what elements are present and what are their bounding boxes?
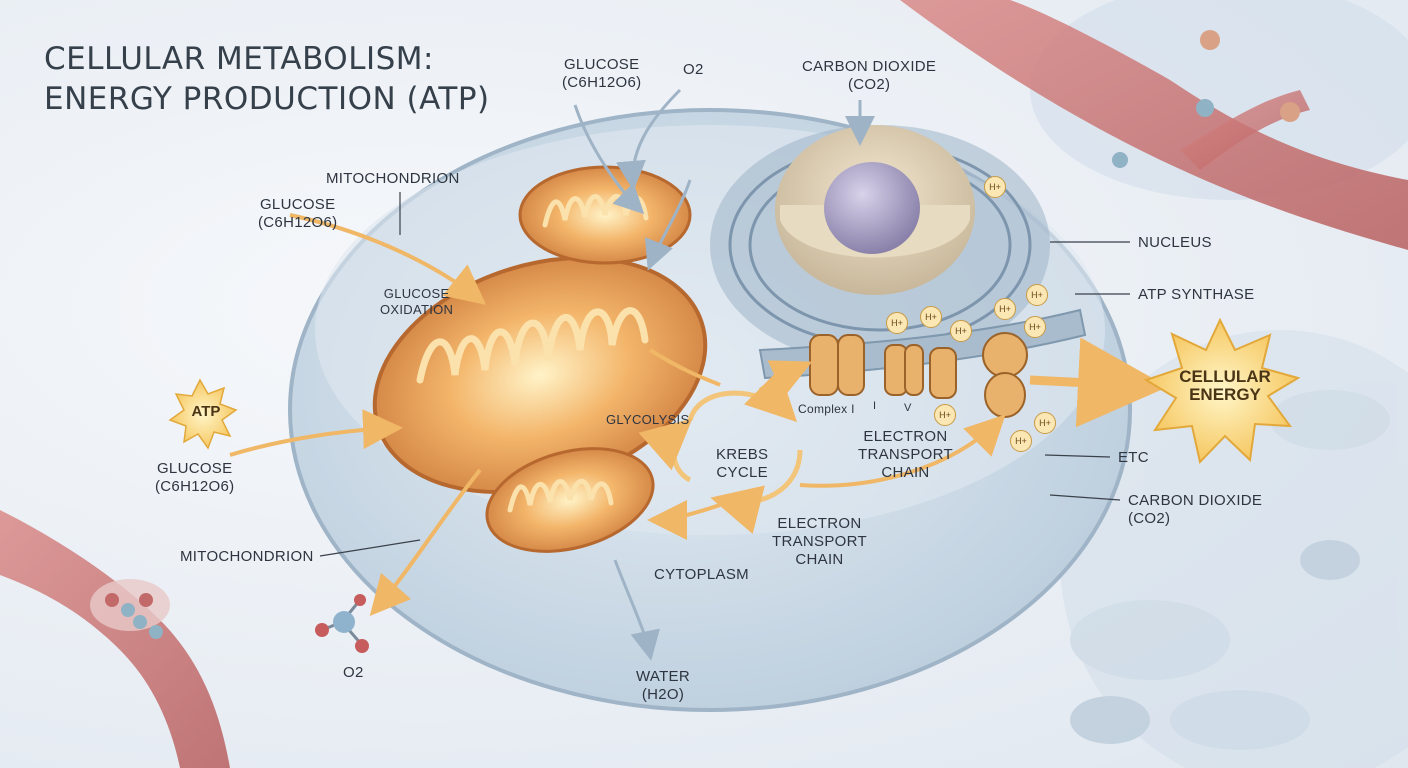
- label-etc-inner: ELECTRON TRANSPORT CHAIN: [858, 428, 953, 482]
- krebs-line1: KREBS: [716, 446, 769, 463]
- etc-inner-line1: ELECTRON: [863, 428, 948, 445]
- etc-lower-line3: CHAIN: [795, 551, 844, 568]
- glucose-left-formula: (C6H12O6): [258, 214, 338, 231]
- glucose-lower-formula: (C6H12O6): [155, 478, 235, 495]
- co2-right-formula: (CO2): [1128, 510, 1171, 527]
- cellular-energy-line1: CELLULAR: [1179, 367, 1271, 386]
- label-cytoplasm: CYTOPLASM: [654, 566, 749, 583]
- flow-arrows: [229, 213, 1168, 617]
- label-etc-right: ETC: [1118, 449, 1149, 466]
- cellular-energy-line2: ENERGY: [1189, 384, 1261, 404]
- label-glucose-oxidation: GLUCOSE OXIDATION: [380, 286, 453, 317]
- label-water: WATER (H2O): [636, 668, 690, 704]
- co2-top-formula: (CO2): [847, 76, 891, 93]
- title-line-1: CELLULAR METABOLISM:: [44, 41, 434, 77]
- glucose-oxidation-line2: OXIDATION: [380, 301, 454, 317]
- water-name: WATER: [636, 668, 690, 685]
- h-ion: H+: [1026, 284, 1048, 306]
- label-nucleus: NUCLEUS: [1138, 234, 1212, 251]
- blood-vessel-bottom: [0, 510, 230, 768]
- blood-vessel-top: [900, 0, 1408, 250]
- label-o2-bottom: O2: [343, 664, 364, 681]
- glucose-lower-name: GLUCOSE: [156, 460, 233, 477]
- label-glucose-top: GLUCOSE (C6H12O6): [562, 56, 641, 92]
- inner-membrane-band: [758, 308, 1087, 418]
- cellular-energy-burst: [1143, 317, 1301, 465]
- label-atp-synthase: ATP SYNTHASE: [1138, 286, 1255, 303]
- label-co2-top: CARBON DIOXIDE (CO2): [802, 58, 936, 94]
- h-ion: H+: [984, 176, 1006, 198]
- krebs-cycle-arrows: [638, 369, 803, 534]
- label-complex-i: Complex I: [798, 402, 855, 416]
- h-ion: H+: [934, 404, 956, 426]
- h-ion: H+: [1034, 412, 1056, 434]
- water-formula: (H2O): [641, 686, 685, 703]
- mitochondrion-top: [518, 165, 692, 265]
- title-line-2: ENERGY PRODUCTION (ATP): [44, 80, 490, 117]
- o2-molecule: [315, 594, 369, 653]
- etc-inner-line3: CHAIN: [881, 464, 930, 481]
- atp-burst: [168, 378, 238, 450]
- krebs-line2: CYCLE: [716, 464, 768, 481]
- co2-right-name: CARBON DIOXIDE: [1128, 492, 1263, 509]
- h-ion: H+: [1010, 430, 1032, 452]
- label-krebs-cycle: KREBS CYCLE: [716, 446, 768, 482]
- h-ion: H+: [950, 320, 972, 342]
- h-ion: H+: [886, 312, 908, 334]
- cellular-energy-label: CELLULAR ENERGY: [1160, 368, 1290, 404]
- page-title: CELLULAR METABOLISM: ENERGY PRODUCTION (…: [44, 40, 490, 119]
- glucose-top-formula: (C6H12O6): [562, 74, 642, 91]
- label-co2-right: CARBON DIOXIDE (CO2): [1128, 492, 1262, 528]
- label-etc-lower: ELECTRON TRANSPORT CHAIN: [772, 515, 867, 569]
- h-ion: H+: [920, 306, 942, 328]
- etc-inner-line2: TRANSPORT: [858, 446, 953, 463]
- label-complex-roman-1: I: [873, 400, 877, 412]
- input-arrows: [573, 88, 875, 661]
- leader-lines: [319, 192, 1130, 557]
- h-ion: H+: [1024, 316, 1046, 338]
- mitochondrion-lower: [485, 447, 655, 553]
- label-glycolysis: GLYCOLYSIS: [606, 412, 690, 427]
- h-ion: H+: [994, 298, 1016, 320]
- co2-top-name: CARBON DIOXIDE: [802, 58, 937, 75]
- label-glucose-left: GLUCOSE (C6H12O6): [258, 196, 337, 232]
- atp-burst-label: ATP: [191, 403, 221, 420]
- label-mitochondrion-bottom: MITOCHONDRION: [180, 548, 314, 565]
- etc-lower-line2: TRANSPORT: [772, 533, 867, 550]
- label-complex-roman-5: V: [904, 402, 912, 414]
- label-o2-top: O2: [683, 61, 704, 78]
- glucose-left-name: GLUCOSE: [259, 196, 336, 213]
- glucose-top-name: GLUCOSE: [563, 56, 640, 73]
- tissue-background: [1030, 0, 1408, 768]
- glucose-oxidation-line1: GLUCOSE: [383, 286, 450, 301]
- etc-lower-line1: ELECTRON: [777, 515, 862, 532]
- label-mitochondrion-top: MITOCHONDRION: [326, 170, 460, 187]
- label-glucose-lower: GLUCOSE (C6H12O6): [155, 460, 234, 496]
